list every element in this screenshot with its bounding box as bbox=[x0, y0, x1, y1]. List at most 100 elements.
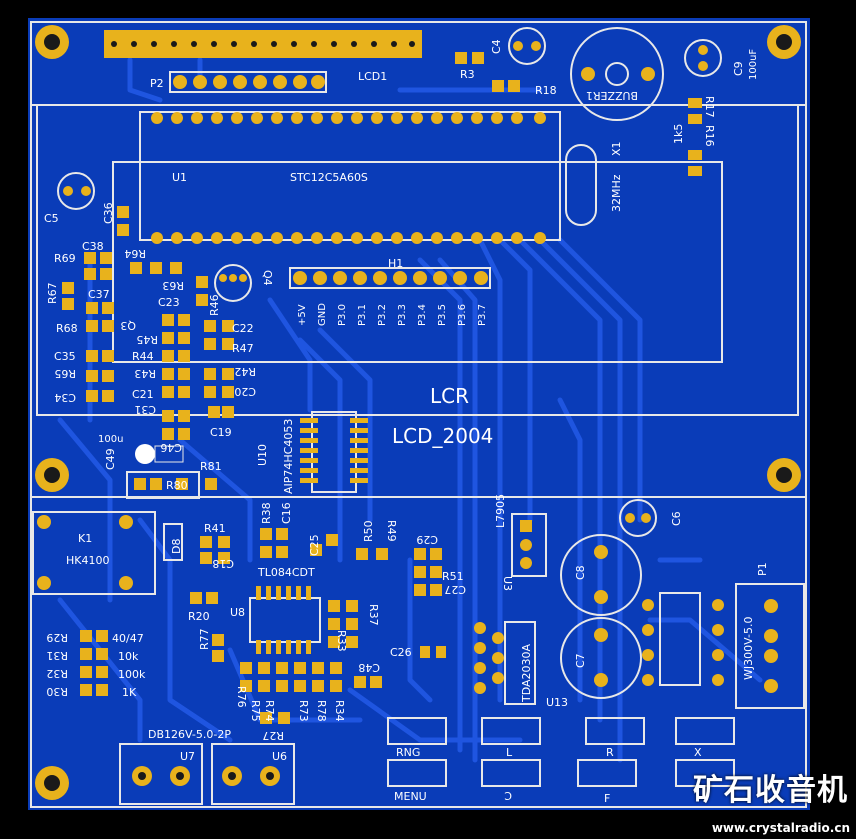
label-u7: U7 bbox=[180, 750, 195, 763]
p2-header bbox=[169, 71, 327, 93]
x1-crystal bbox=[565, 144, 597, 226]
u10-chip bbox=[300, 411, 368, 493]
u6-terminal bbox=[211, 743, 295, 805]
label-c20: C20 bbox=[234, 385, 256, 398]
label-f: F bbox=[604, 792, 610, 805]
label-r42: R42 bbox=[234, 365, 256, 378]
p1-terminal bbox=[735, 583, 805, 709]
big-capacitors bbox=[560, 534, 642, 699]
pin-label: P3.7 bbox=[477, 304, 488, 326]
mounting-holes bbox=[35, 25, 801, 800]
label-r18: R18 bbox=[535, 84, 557, 97]
label-r80: R80 bbox=[166, 479, 188, 492]
label-xtal: 32MHz bbox=[610, 174, 623, 212]
label-r75: R75 bbox=[249, 700, 262, 722]
r80-outline bbox=[126, 471, 200, 499]
label-wj: WJ300V-5.0 bbox=[742, 617, 755, 680]
label-c9: C9 bbox=[732, 61, 745, 76]
label-u3: U3 bbox=[501, 576, 514, 591]
lcd2004-outline bbox=[30, 104, 807, 498]
resistor-array bbox=[642, 592, 724, 686]
pin-label: P3.6 bbox=[457, 304, 468, 326]
label-c: C bbox=[504, 789, 512, 802]
label-c16: C16 bbox=[280, 502, 293, 524]
label-c37: C37 bbox=[88, 288, 110, 301]
label-lcr: LCR bbox=[430, 384, 469, 408]
watermark-url: www.crystalradio.cn bbox=[711, 821, 850, 835]
label-c6: C6 bbox=[670, 511, 683, 526]
label-p1: P1 bbox=[756, 562, 769, 576]
label-r73: R73 bbox=[297, 700, 310, 722]
label-c34: C34 bbox=[54, 391, 76, 404]
label-r50: R50 bbox=[362, 520, 375, 542]
label-db126: DB126V-5.0-2P bbox=[148, 728, 231, 741]
label-k1: K1 bbox=[78, 532, 92, 545]
label-40-47: 40/47 bbox=[112, 632, 144, 645]
label-tl084: TL084CDT bbox=[257, 566, 315, 579]
label-c26: C26 bbox=[390, 646, 412, 659]
label-r64: R64 bbox=[124, 247, 146, 260]
label-tda: TDA2030A bbox=[520, 643, 533, 703]
label-x1: X1 bbox=[610, 141, 623, 156]
label-r63: R63 bbox=[162, 279, 184, 292]
watermark-logo: 矿石收音机 bbox=[693, 773, 848, 808]
label-r30: R30 bbox=[46, 685, 68, 698]
label-r45: R45 bbox=[136, 333, 158, 346]
pin-label: +5V bbox=[297, 304, 308, 326]
label-r: R bbox=[606, 746, 614, 759]
label-r38: R38 bbox=[260, 502, 273, 524]
label-d8: D8 bbox=[170, 539, 183, 554]
label-c31: C31 bbox=[134, 403, 156, 416]
label-r41: R41 bbox=[204, 522, 226, 535]
label-r16: R16 bbox=[703, 125, 716, 147]
label-r47: R47 bbox=[232, 342, 254, 355]
smd-pads bbox=[62, 52, 702, 724]
label-r17: R17 bbox=[703, 96, 716, 118]
label-r81: R81 bbox=[200, 460, 222, 473]
label-r37: R37 bbox=[367, 604, 380, 626]
label-r76: R76 bbox=[235, 686, 248, 708]
label-c23: C23 bbox=[158, 296, 180, 309]
label-r31: R31 bbox=[46, 649, 68, 662]
label-rng: RNG bbox=[396, 746, 420, 759]
label-u10: U10 bbox=[256, 444, 269, 466]
label-r32: R32 bbox=[46, 667, 68, 680]
q4-transistor bbox=[214, 264, 252, 302]
pin-label: P3.4 bbox=[417, 304, 428, 326]
label-x: X bbox=[694, 746, 702, 759]
label-c29: C29 bbox=[416, 533, 438, 546]
label-c38: C38 bbox=[82, 240, 104, 253]
label-r69: R69 bbox=[54, 252, 76, 265]
header-pin-labels: +5V GND P3.0 P3.1 P3.2 P3.3 P3.4 P3.5 P3… bbox=[297, 303, 488, 326]
label-r27: R27 bbox=[262, 729, 284, 742]
small-capacitors bbox=[57, 27, 722, 537]
label-q3: Q3 bbox=[120, 319, 136, 332]
label-r34: R34 bbox=[333, 700, 346, 722]
label-c27: C27 bbox=[444, 583, 466, 596]
u1-mcu-chip bbox=[139, 111, 561, 244]
u3-regulator bbox=[511, 513, 547, 577]
label-c7: C7 bbox=[574, 653, 587, 668]
label-u13: U13 bbox=[546, 696, 568, 709]
u8-chip bbox=[249, 586, 321, 654]
label-c48: C48 bbox=[358, 661, 380, 674]
label-10k: 10k bbox=[118, 650, 139, 663]
label-r43: R43 bbox=[134, 367, 156, 380]
label-lcd1: LCD1 bbox=[358, 70, 387, 83]
label-r46: R46 bbox=[208, 294, 221, 316]
label-c46: C46 bbox=[160, 441, 182, 454]
label-h1: H1 bbox=[388, 257, 403, 270]
label-c19: C19 bbox=[210, 426, 232, 439]
lcd1-header bbox=[104, 30, 422, 58]
label-c22: C22 bbox=[232, 322, 254, 335]
label-r49: R49 bbox=[385, 520, 398, 542]
label-r44: R44 bbox=[132, 350, 154, 363]
label-r29: R29 bbox=[46, 631, 68, 644]
label-c9-value: 100uF bbox=[748, 49, 759, 80]
label-u6: U6 bbox=[272, 750, 287, 763]
label-r74: R74 bbox=[263, 700, 276, 722]
pin-label: P3.5 bbox=[437, 304, 448, 326]
label-u10-part: AIP74HC4053 bbox=[282, 419, 295, 494]
label-k1-part: HK4100 bbox=[66, 554, 109, 567]
